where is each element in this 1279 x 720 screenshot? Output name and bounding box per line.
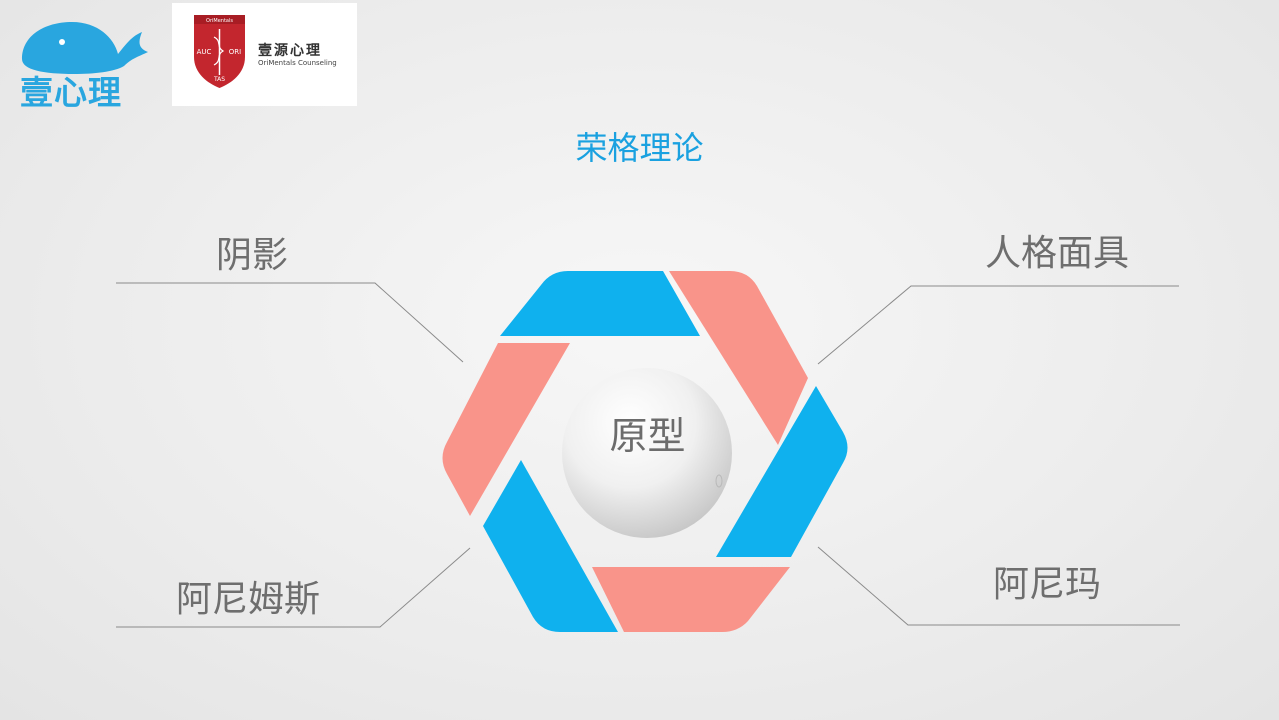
hex-segment-top-blue (500, 271, 700, 336)
connector-line-top-left (116, 282, 464, 363)
sphere-highlight (715, 474, 723, 488)
hex-segment-bottom-salmon (592, 567, 790, 632)
shield-right-text: ORI (229, 48, 241, 56)
shield-logo-icon: OriMentals AUC ORI TAS (194, 15, 245, 88)
hex-segment-lower-left-blue (483, 460, 618, 632)
connector-line-bottom-left (116, 547, 471, 628)
connector-line-top-right (817, 285, 1179, 365)
shield-top-text: OriMentals (206, 18, 233, 24)
orimentals-logo: OriMentals AUC ORI TAS 壹源心理 OriMentals C… (172, 3, 357, 106)
shield-left-text: AUC (197, 48, 212, 56)
page-title: 荣格理论 (575, 129, 704, 167)
label-top-left: 阴影 (216, 235, 289, 276)
center-sphere (562, 368, 732, 538)
whale-eye-icon (59, 39, 65, 45)
secondary-brand-subtitle: OriMentals Counseling (258, 59, 337, 67)
connector-line-bottom-right (817, 546, 1180, 626)
label-top-right: 人格面具 (985, 233, 1130, 274)
label-bottom-left: 阿尼姆斯 (176, 579, 321, 620)
label-bottom-right: 阿尼玛 (993, 564, 1102, 605)
whale-logo-icon (22, 22, 148, 74)
hex-segment-upper-left-salmon (442, 343, 570, 516)
hex-segment-upper-right-salmon (669, 271, 808, 445)
whale-body (22, 22, 148, 74)
center-label: 原型 (609, 414, 686, 458)
brand-name: 壹心理 (20, 73, 122, 112)
hex-segment-lower-right-blue (716, 386, 848, 557)
secondary-brand-name: 壹源心理 (258, 43, 322, 59)
shield-bottom-text: TAS (213, 76, 225, 83)
